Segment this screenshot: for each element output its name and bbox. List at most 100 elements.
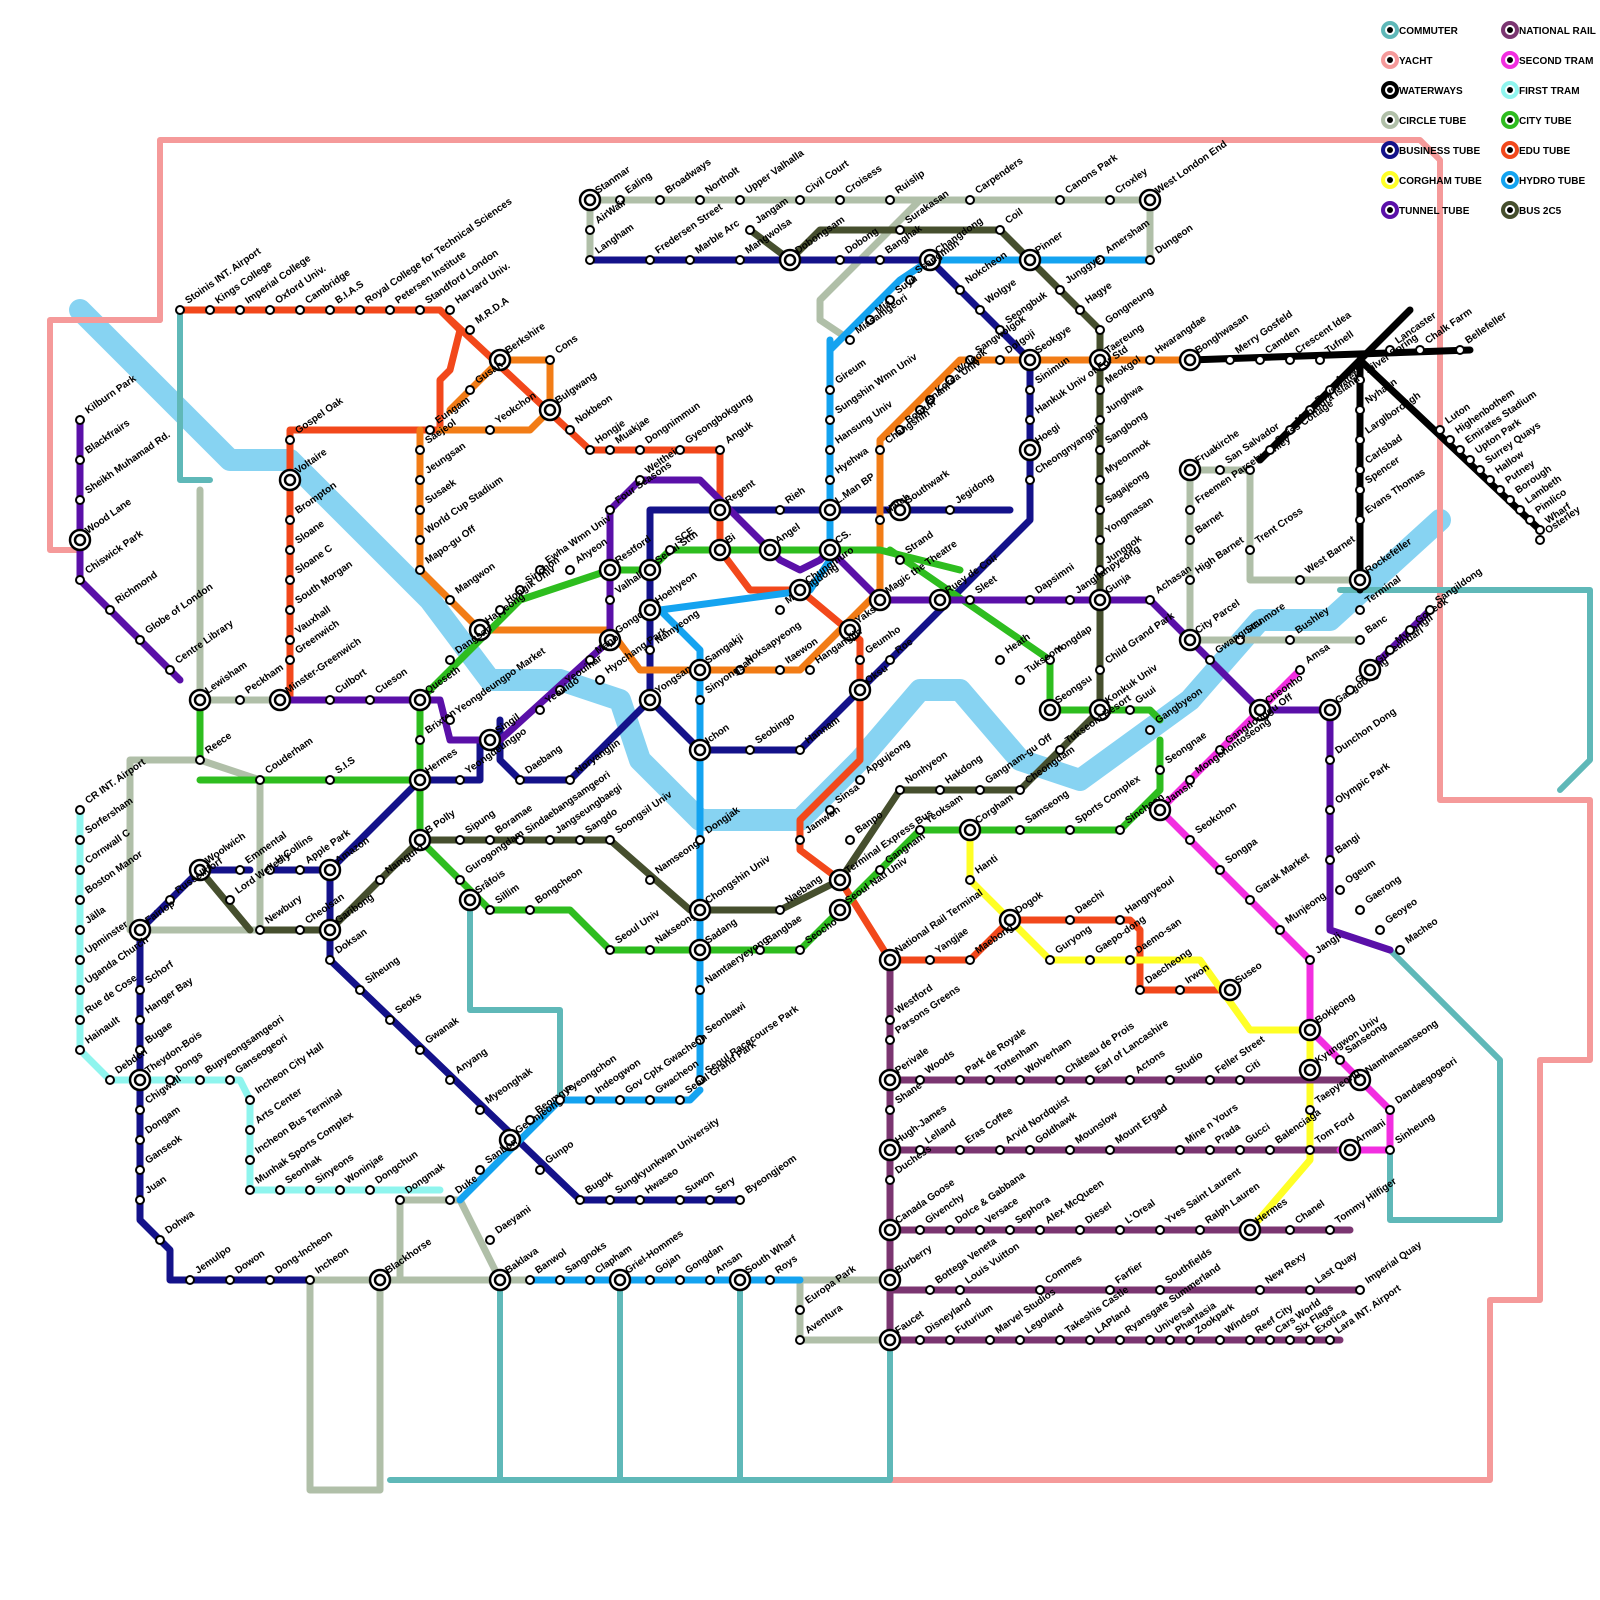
station-marker[interactable] [446, 716, 454, 724]
station-marker[interactable] [616, 1096, 624, 1104]
station[interactable]: Garak Market [1246, 851, 1312, 904]
station-marker[interactable] [326, 956, 334, 964]
station-marker[interactable] [1146, 356, 1154, 364]
station-marker[interactable] [1026, 476, 1034, 484]
station[interactable]: Richmond [106, 569, 160, 614]
station-marker[interactable] [1306, 1106, 1314, 1114]
station-marker[interactable] [1186, 776, 1194, 784]
station-marker[interactable] [646, 1096, 654, 1104]
station-marker[interactable] [286, 436, 294, 444]
station-marker[interactable] [1226, 356, 1234, 364]
station-marker[interactable] [676, 1276, 684, 1284]
station-marker[interactable] [456, 776, 464, 784]
station-marker[interactable] [1186, 506, 1194, 514]
station-marker[interactable] [1146, 256, 1154, 264]
station-marker[interactable] [796, 746, 804, 754]
station[interactable]: Bi [710, 532, 738, 560]
station-marker[interactable] [766, 1276, 774, 1284]
station-marker[interactable] [1386, 1146, 1394, 1154]
station-marker[interactable] [266, 1276, 274, 1284]
station-marker[interactable] [996, 1146, 1004, 1154]
station-marker[interactable] [1296, 666, 1304, 674]
station[interactable]: Sanbon [476, 1136, 520, 1174]
station-marker[interactable] [876, 446, 884, 454]
station-marker[interactable] [1496, 486, 1504, 494]
station[interactable]: Cons [546, 333, 581, 364]
station-marker[interactable] [416, 506, 424, 514]
station-marker[interactable] [1056, 196, 1064, 204]
station-marker[interactable] [1096, 536, 1104, 544]
station-marker[interactable] [1356, 406, 1364, 414]
station-marker[interactable] [1346, 686, 1354, 694]
station-marker[interactable] [886, 1106, 894, 1114]
station[interactable]: Mongchontoseong [1186, 716, 1273, 784]
station-marker[interactable] [326, 306, 334, 314]
station-marker[interactable] [696, 836, 704, 844]
station[interactable]: Mount Ergad [1106, 1102, 1170, 1154]
station-marker[interactable] [676, 1096, 684, 1104]
station-marker[interactable] [776, 666, 784, 674]
station-marker[interactable] [976, 786, 984, 794]
station-marker[interactable] [1286, 356, 1294, 364]
station-marker[interactable] [446, 596, 454, 604]
station-marker[interactable] [1056, 1336, 1064, 1344]
station-marker[interactable] [1356, 906, 1364, 914]
station-marker[interactable] [886, 196, 894, 204]
station-marker[interactable] [326, 696, 334, 704]
station[interactable]: Child Grand Park [1096, 610, 1177, 674]
station-marker[interactable] [796, 1336, 804, 1344]
station-marker[interactable] [136, 1106, 144, 1114]
station-marker[interactable] [1096, 506, 1104, 514]
station-marker[interactable] [296, 306, 304, 314]
station-marker[interactable] [1506, 496, 1514, 504]
station[interactable]: West London End [1140, 139, 1229, 210]
station-marker[interactable] [1066, 1146, 1074, 1154]
station-marker[interactable] [1326, 1226, 1334, 1234]
station-marker[interactable] [286, 516, 294, 524]
station[interactable]: Gusan [466, 360, 505, 394]
station-marker[interactable] [1116, 826, 1124, 834]
station-marker[interactable] [1306, 1336, 1314, 1344]
station[interactable]: Anguk [716, 419, 756, 454]
station-marker[interactable] [1476, 466, 1484, 474]
station-marker[interactable] [1146, 1336, 1154, 1344]
station-marker[interactable] [1216, 866, 1224, 874]
station-marker[interactable] [76, 456, 84, 464]
station-marker[interactable] [1166, 1076, 1174, 1084]
station-marker[interactable] [796, 946, 804, 954]
station-marker[interactable] [1396, 946, 1404, 954]
station[interactable]: Angel [760, 521, 803, 560]
station-marker[interactable] [776, 906, 784, 914]
station-marker[interactable] [1426, 606, 1434, 614]
station-marker[interactable] [76, 806, 84, 814]
station-marker[interactable] [1296, 576, 1304, 584]
station-marker[interactable] [646, 946, 654, 954]
station-marker[interactable] [136, 1166, 144, 1174]
station-marker[interactable] [416, 306, 424, 314]
station-marker[interactable] [1206, 1076, 1214, 1084]
station[interactable]: Sungkyunkwan University [606, 1116, 722, 1204]
station-marker[interactable] [1276, 926, 1284, 934]
station-marker[interactable] [646, 876, 654, 884]
station-marker[interactable] [1156, 1286, 1164, 1294]
station-marker[interactable] [1156, 1226, 1164, 1234]
station-marker[interactable] [1456, 346, 1464, 354]
station-marker[interactable] [1016, 786, 1024, 794]
station-marker[interactable] [586, 1096, 594, 1104]
station-marker[interactable] [1166, 1336, 1174, 1344]
station-marker[interactable] [1106, 196, 1114, 204]
station-marker[interactable] [1316, 356, 1324, 364]
station-marker[interactable] [646, 1276, 654, 1284]
station-marker[interactable] [496, 606, 504, 614]
station-marker[interactable] [76, 1016, 84, 1024]
station-marker[interactable] [966, 876, 974, 884]
station[interactable]: Yongmasan [1096, 495, 1156, 544]
station-marker[interactable] [676, 446, 684, 454]
station-marker[interactable] [1066, 596, 1074, 604]
station-marker[interactable] [986, 1336, 994, 1344]
station[interactable]: Jangji [1306, 931, 1344, 964]
station-marker[interactable] [706, 1276, 714, 1284]
station-marker[interactable] [246, 1126, 254, 1134]
station-marker[interactable] [1116, 916, 1124, 924]
station-marker[interactable] [1246, 896, 1254, 904]
